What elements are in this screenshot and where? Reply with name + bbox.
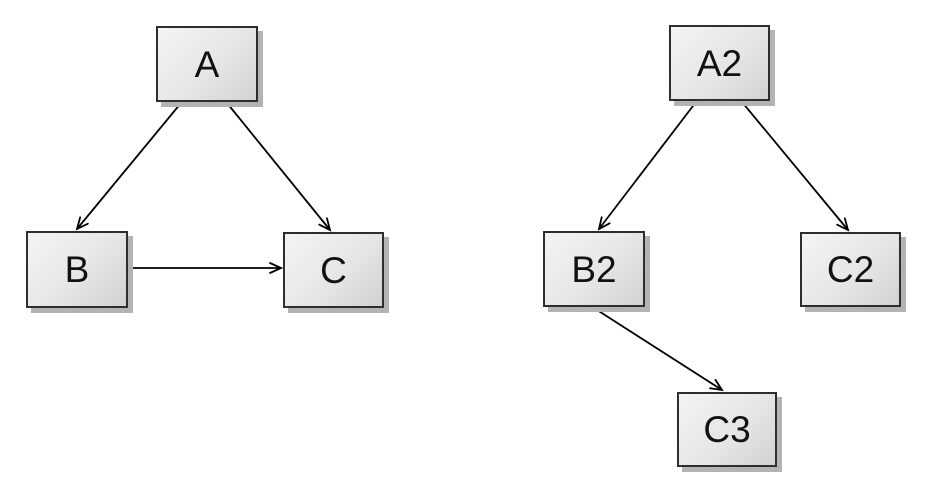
edge-A2-B2[interactable] <box>599 101 697 229</box>
edge-A-B[interactable] <box>77 102 182 229</box>
node-A2[interactable]: A2 <box>669 25 770 101</box>
node-C2[interactable]: C2 <box>800 232 901 307</box>
node-label-C2: C2 <box>826 249 875 290</box>
node-label-B: B <box>64 249 90 290</box>
edge-A-C[interactable] <box>226 102 330 230</box>
node-label-A: A <box>194 43 220 85</box>
node-label-B2: B2 <box>571 248 617 290</box>
edge-A2-C2[interactable] <box>741 101 848 230</box>
node-label-C: C <box>320 249 347 291</box>
node-A[interactable]: A <box>156 26 258 102</box>
node-B[interactable]: B <box>26 231 128 308</box>
node-label-C3: C3 <box>703 409 751 450</box>
node-B2[interactable]: B2 <box>543 231 645 307</box>
node-label-A2: A2 <box>696 42 743 84</box>
node-C3[interactable]: C3 <box>677 392 777 467</box>
edge-B2-C3[interactable] <box>593 307 722 390</box>
node-C[interactable]: C <box>283 232 384 308</box>
